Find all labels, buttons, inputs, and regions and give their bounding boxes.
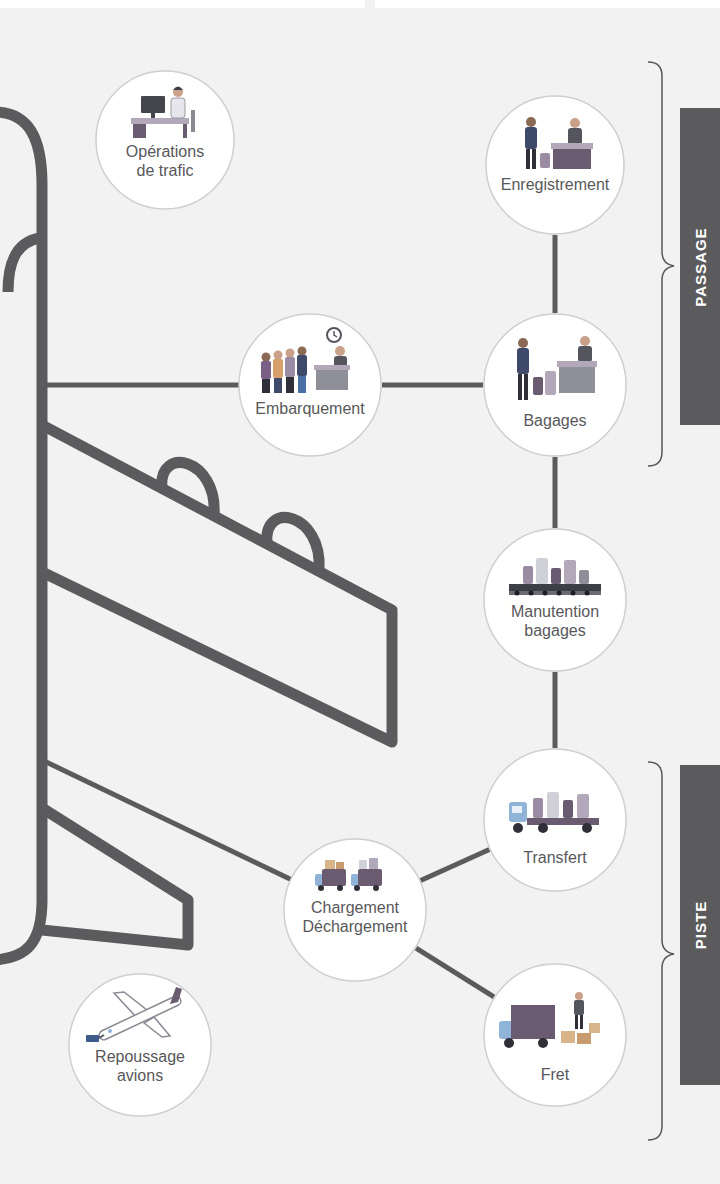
connector-line: [553, 672, 558, 748]
engine: [267, 518, 319, 570]
circle-outline: [483, 963, 627, 1107]
section-band: PISTE: [680, 765, 720, 1085]
node-label: Chargement Déchargement: [299, 898, 411, 936]
node-icon: [261, 328, 350, 393]
connector-line: [553, 457, 558, 528]
circle-shape: [96, 71, 234, 209]
cockpit-window: [8, 238, 40, 292]
node-icon: [131, 87, 195, 139]
aircraft-links: [42, 385, 292, 880]
engine: [162, 463, 214, 515]
circle-shape: [69, 974, 211, 1116]
node-icon: [525, 117, 593, 169]
connector-line: [382, 383, 483, 388]
group-brackets: [648, 62, 674, 1140]
loading-link: [42, 760, 292, 880]
wing: [42, 425, 392, 742]
section-label: PASSAGE: [692, 227, 709, 306]
circle-outline: [483, 313, 627, 457]
bracket: [648, 762, 674, 1140]
circle-outline: [238, 313, 382, 457]
circle-outline: [483, 748, 627, 892]
connector-line: [553, 235, 558, 313]
process-circle: Bagages: [483, 313, 627, 457]
node-icon: [315, 858, 382, 891]
node-icon: [86, 987, 182, 1042]
boarding-link: [42, 383, 240, 388]
section-band: PASSAGE: [680, 108, 720, 425]
stabilizer: [42, 808, 188, 945]
node-label: Enregistrement: [501, 175, 610, 194]
node-icon: [509, 792, 599, 833]
circle-shape: [486, 96, 624, 234]
circle-outline: [95, 70, 235, 210]
node-icon: [499, 992, 600, 1048]
circle-shape: [239, 314, 381, 456]
circle-shape: [284, 839, 426, 981]
connector-line: [421, 850, 490, 881]
process-circle: Transfert: [483, 748, 627, 892]
node-label: Opérations de trafic: [119, 142, 211, 180]
node-icon: [517, 336, 597, 400]
process-circle: Enregistrement: [485, 95, 625, 235]
top-strip: [0, 0, 365, 8]
circle-outline: [68, 973, 212, 1117]
process-circle: Embarquement: [238, 313, 382, 457]
node-label: Repoussage avions: [90, 1047, 190, 1085]
bracket: [648, 62, 674, 466]
circle-outline: [485, 95, 625, 235]
node-label: Embarquement: [255, 399, 364, 418]
node-label: Transfert: [523, 848, 586, 867]
node-icon: [509, 558, 601, 596]
process-circle: Repoussage avions: [68, 973, 212, 1117]
node-label: Manutention bagages: [505, 602, 605, 640]
connector-line: [416, 948, 494, 997]
circle-shape: [484, 749, 626, 891]
process-circle: Fret: [483, 963, 627, 1107]
circle-outline: [483, 528, 627, 672]
circle-shape: [484, 529, 626, 671]
section-label: PISTE: [692, 901, 709, 949]
process-circle: Chargement Déchargement: [283, 838, 427, 982]
node-label: Bagages: [523, 411, 586, 430]
circle-shape: [484, 314, 626, 456]
circle-shape: [484, 964, 626, 1106]
process-circle: Opérations de trafic: [95, 70, 235, 210]
node-label: Fret: [541, 1065, 569, 1084]
process-circle: Manutention bagages: [483, 528, 627, 672]
fuselage: [0, 112, 42, 960]
aircraft-outline: [0, 112, 392, 960]
top-strip: [375, 0, 720, 8]
